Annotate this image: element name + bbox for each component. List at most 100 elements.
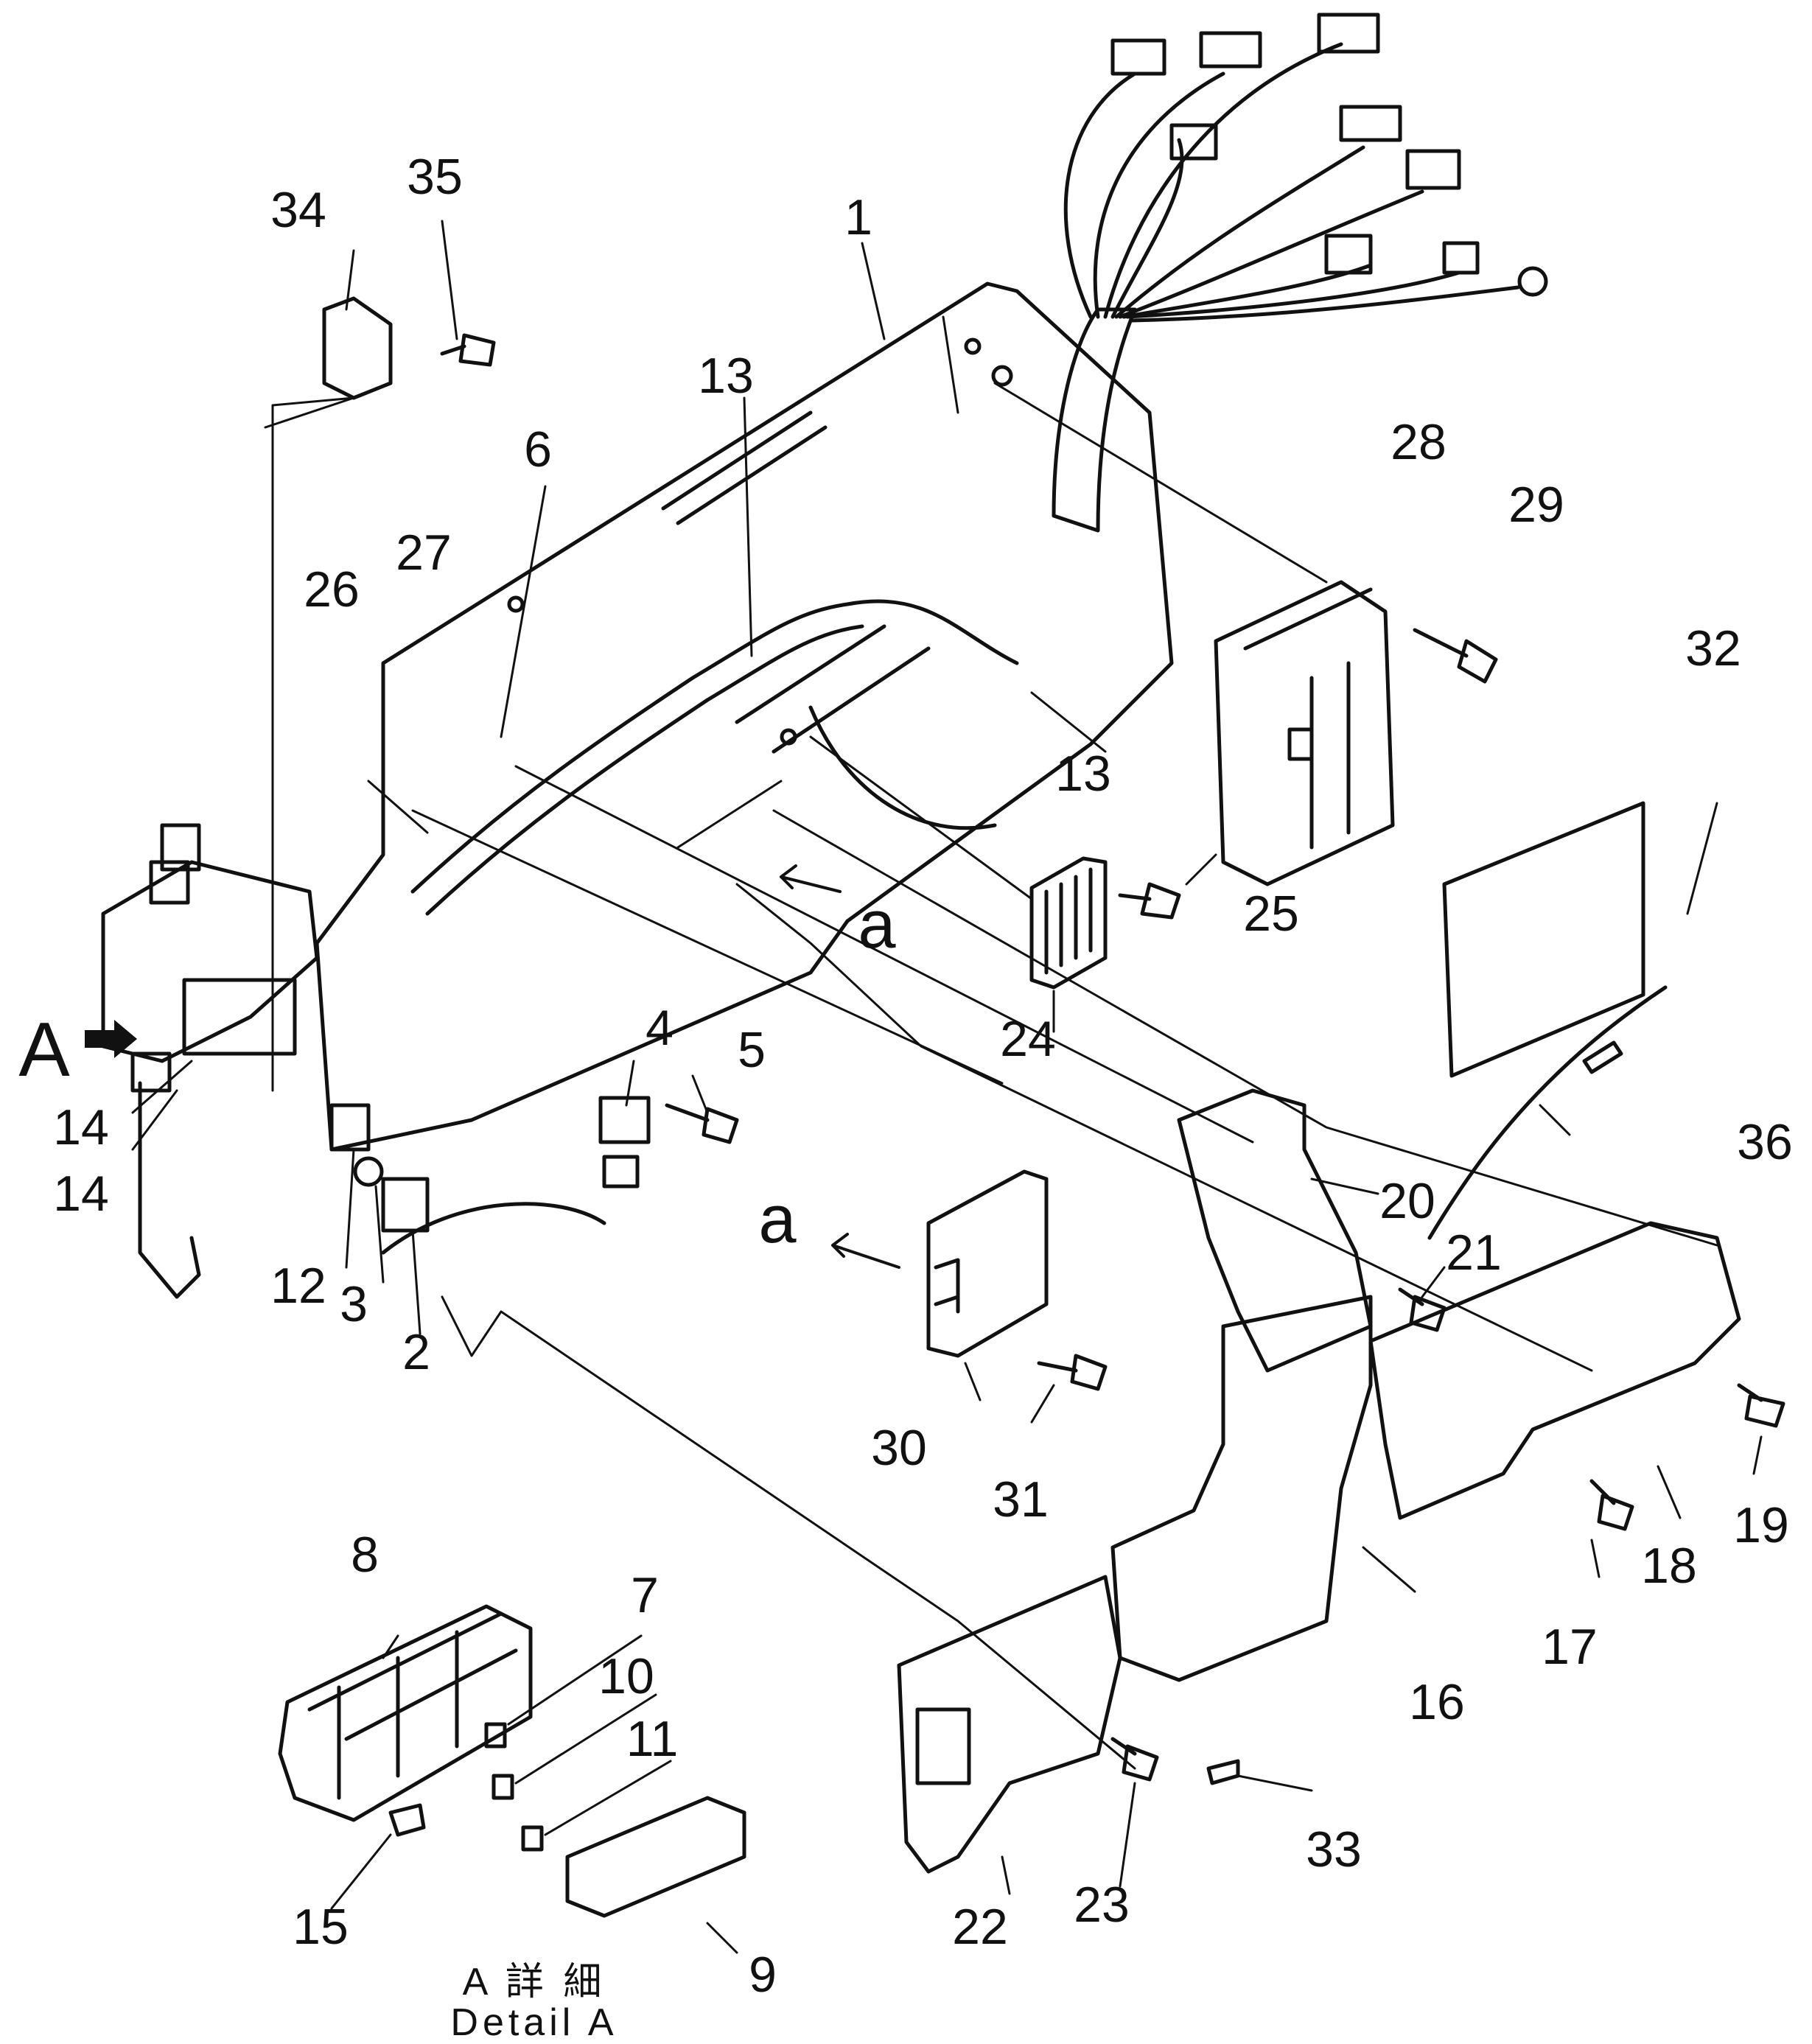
bolt-31 <box>1037 1354 1108 1391</box>
callout-12: 12 <box>270 1258 326 1314</box>
view-arrow-a-upper <box>780 864 842 893</box>
plate-hole <box>780 728 797 746</box>
view-arrow-a-lower <box>831 1233 900 1269</box>
fuse-box-8 <box>278 1604 533 1822</box>
callout-3: 3 <box>340 1276 368 1332</box>
callout-27: 27 <box>396 525 452 581</box>
duct-22 <box>897 1575 1122 1874</box>
connector <box>1324 234 1373 275</box>
relay-4 <box>598 1096 651 1144</box>
callout-4: 4 <box>646 1000 674 1056</box>
bracket-34 <box>322 296 393 400</box>
label-sheet-32 <box>1442 801 1645 1078</box>
bolt-29 <box>1413 628 1498 684</box>
callout-1: 1 <box>844 189 872 245</box>
cover-9 <box>565 1796 746 1918</box>
plate-hole <box>507 595 525 613</box>
bolt-23 <box>1110 1737 1159 1782</box>
callout-34: 34 <box>270 182 326 238</box>
controller-30-detail <box>934 1258 960 1314</box>
harness-branch <box>1114 145 1365 319</box>
callout-9: 9 <box>749 1947 777 2003</box>
callout-25: 25 <box>1243 886 1299 942</box>
arrow-right-icon <box>85 1020 137 1058</box>
callout-20: 20 <box>1379 1173 1435 1229</box>
plate-hole <box>964 337 982 355</box>
connector <box>1339 105 1402 142</box>
connector <box>1110 38 1166 76</box>
fuse-10 <box>492 1774 514 1800</box>
plate-slots <box>661 410 931 754</box>
callout-11: 11 <box>626 1711 679 1767</box>
harness-branch <box>1129 285 1520 323</box>
callout-14-upper: 14 <box>53 1099 109 1155</box>
callout-26: 26 <box>304 561 360 617</box>
callout-24: 24 <box>1000 1011 1056 1067</box>
left-bracket-leg <box>138 1081 201 1299</box>
fuse-7 <box>484 1722 507 1749</box>
detail-caption-en: Detail A <box>450 2001 618 2044</box>
harness-branch <box>1093 71 1225 319</box>
module-24-fins <box>1044 867 1093 975</box>
bolt-35 <box>440 333 496 367</box>
controller-30 <box>926 1169 1049 1358</box>
phantom-lines <box>264 382 1718 1770</box>
bolt-25 <box>1118 882 1181 920</box>
left-bracket <box>101 860 319 1063</box>
callout-2: 2 <box>402 1324 430 1380</box>
harness-main-run <box>410 602 850 894</box>
callout-21: 21 <box>1446 1225 1502 1281</box>
controller-28 <box>1214 580 1395 886</box>
callout-32: 32 <box>1685 620 1741 676</box>
plate-hole <box>991 365 1013 387</box>
fuse-11 <box>521 1825 544 1852</box>
harness-loop <box>845 599 1019 665</box>
callout-13-upper: 13 <box>698 348 754 404</box>
connector <box>1199 31 1262 69</box>
callout-8: 8 <box>351 1527 379 1583</box>
callout-16: 16 <box>1409 1674 1465 1730</box>
fuse-wire-36 <box>1427 985 1668 1240</box>
screw-15 <box>388 1803 426 1837</box>
harness-loop <box>808 705 997 830</box>
callout-35: 35 <box>407 149 463 205</box>
callout-13-lower: 13 <box>1055 746 1111 802</box>
callout-19: 19 <box>1733 1497 1789 1553</box>
view-mark-a-lower: a <box>758 1182 797 1257</box>
bolt-19 <box>1737 1383 1785 1428</box>
controller-28-detail <box>1243 587 1373 850</box>
bolt-21 <box>1398 1287 1447 1332</box>
switch-2 <box>381 1177 430 1233</box>
connector <box>130 1051 172 1093</box>
fuse-box-8-ribs <box>307 1611 518 1800</box>
callout-28: 28 <box>1391 414 1447 470</box>
bolt-5 <box>665 1103 739 1144</box>
callout-23: 23 <box>1074 1877 1130 1933</box>
connector <box>1442 241 1480 275</box>
callout-6: 6 <box>524 421 552 477</box>
module-24 <box>1029 856 1108 990</box>
harness-branch <box>1125 270 1461 319</box>
callout-5: 5 <box>738 1022 766 1078</box>
callout-14-lower: 14 <box>53 1166 109 1222</box>
connector <box>1169 123 1218 161</box>
fuse-body <box>1582 1040 1623 1074</box>
connector <box>1405 149 1461 190</box>
connector <box>1317 13 1380 54</box>
callout-7: 7 <box>631 1567 659 1623</box>
view-mark-a-upper: a <box>858 887 896 962</box>
harness-branch <box>1063 71 1137 319</box>
ring-terminal <box>1517 266 1548 297</box>
bolt-17 <box>1589 1479 1634 1531</box>
leader-lines <box>131 220 1763 1954</box>
callout-31: 31 <box>993 1471 1049 1527</box>
detail-caption-jp: A 詳 細 <box>462 1961 606 2003</box>
harness-branch <box>1118 189 1424 319</box>
duct-22-grille <box>915 1707 971 1785</box>
callout-29: 29 <box>1508 477 1564 533</box>
callout-18: 18 <box>1641 1538 1697 1594</box>
callout-30: 30 <box>871 1420 927 1476</box>
switch-block <box>182 978 297 1056</box>
